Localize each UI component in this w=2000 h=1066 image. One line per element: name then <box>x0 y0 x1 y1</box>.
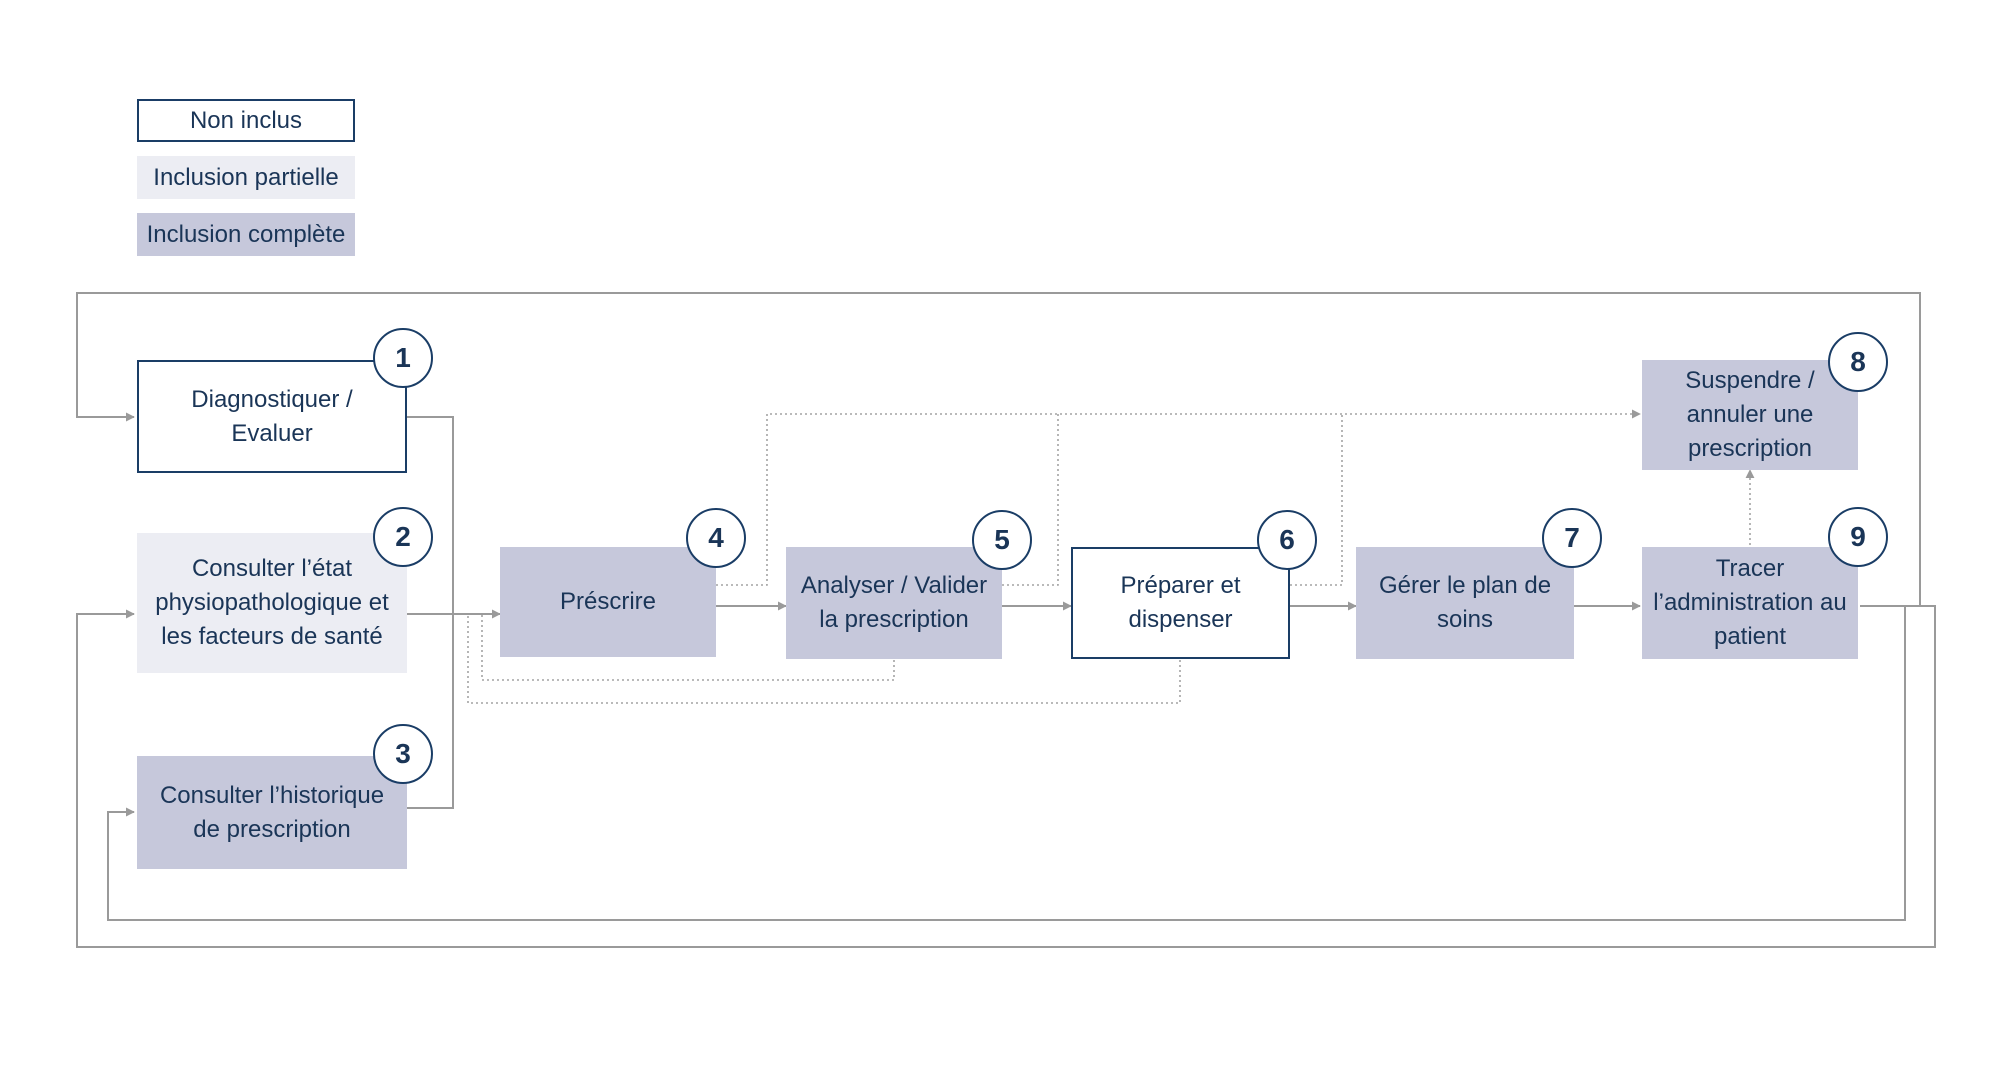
node-consulter-historique: Consulter l’historique de prescription <box>137 756 407 869</box>
link-1-to-4 <box>406 416 454 614</box>
loop-9-to-3 <box>107 606 1906 921</box>
link-3-to-4 <box>406 614 454 809</box>
node-prescrire: Préscrire <box>500 547 716 657</box>
legend-inclusion-partielle: Inclusion partielle <box>137 156 355 199</box>
node-prescrire-label: Préscrire <box>559 588 656 615</box>
node-gerer-plan-soins: Gérer le plan de soins <box>1356 547 1574 659</box>
node-analyser-valider-label: Analyser / Valider la prescription <box>800 572 988 633</box>
node-tracer-administration-label: Tracer l’administration au patient <box>1653 555 1847 650</box>
dotted-6-to-8 <box>1290 414 1343 586</box>
node-preparer-dispenser: Préparer et dispenser <box>1071 547 1290 659</box>
node-analyser-valider: Analyser / Valider la prescription <box>786 547 1002 659</box>
legend-non-inclus-label: Non inclus <box>189 106 303 134</box>
dotted-6-return <box>467 614 1181 704</box>
dotted-5-return <box>481 614 895 681</box>
node-suspendre-annuler: Suspendre / annuler une prescription <box>1642 360 1858 470</box>
node-gerer-plan-soins-label: Gérer le plan de soins <box>1378 572 1552 633</box>
step-badge-6: 6 <box>1257 510 1317 570</box>
step-badge-3: 3 <box>373 724 433 784</box>
node-diagnostiquer-label: Diagnostiquer / Evaluer <box>191 385 353 447</box>
legend-inclusion-complete-label: Inclusion complète <box>146 220 346 248</box>
step-badge-9: 9 <box>1828 507 1888 567</box>
node-suspendre-annuler-label: Suspendre / annuler une prescription <box>1685 367 1815 462</box>
dotted-5-to-8 <box>1002 414 1059 586</box>
step-badge-7: 7 <box>1542 508 1602 568</box>
node-diagnostiquer: Diagnostiquer / Evaluer <box>137 360 407 473</box>
step-badge-2: 2 <box>373 507 433 567</box>
step-badge-4: 4 <box>686 508 746 568</box>
legend-inclusion-complete: Inclusion complète <box>137 213 355 256</box>
dotted-4-to-8 <box>716 409 1641 586</box>
step-badge-8: 8 <box>1828 332 1888 392</box>
node-consulter-etat: Consulter l’état physiopathologique et l… <box>137 533 407 673</box>
step-badge-5: 5 <box>972 510 1032 570</box>
node-preparer-dispenser-label: Préparer et dispenser <box>1120 572 1241 633</box>
step-badge-1: 1 <box>373 328 433 388</box>
node-consulter-etat-label: Consulter l’état physiopathologique et l… <box>155 555 389 650</box>
node-consulter-historique-label: Consulter l’historique de prescription <box>159 781 385 843</box>
node-tracer-administration: Tracer l’administration au patient <box>1642 547 1858 659</box>
loop-9-to-2 <box>76 605 1936 948</box>
legend-inclusion-partielle-label: Inclusion partielle <box>153 163 339 191</box>
legend-non-inclus: Non inclus <box>137 99 355 142</box>
